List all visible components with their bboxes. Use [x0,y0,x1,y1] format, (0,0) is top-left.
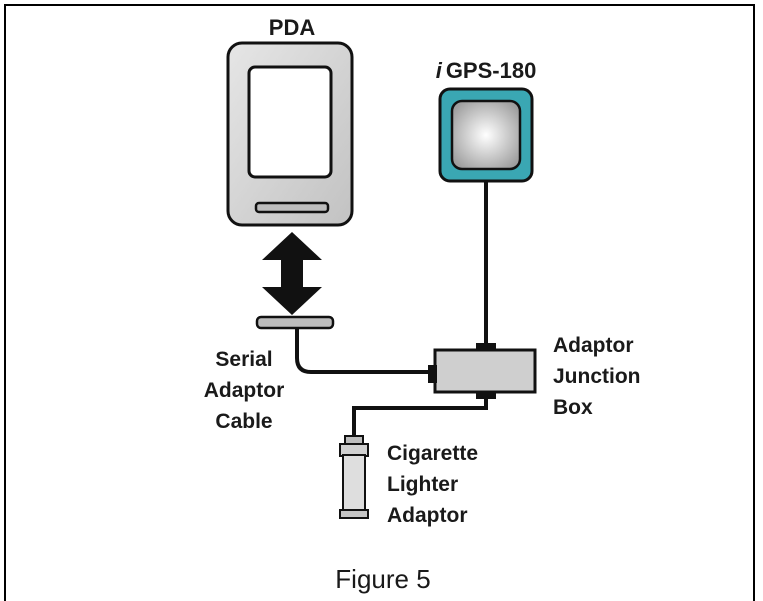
svg-text:Adaptor: Adaptor [553,334,634,357]
junction-bottom-connector [476,391,496,399]
lighter-cable [352,398,488,436]
junction-top-connector [476,343,496,351]
svg-text:Box: Box [553,396,593,419]
svg-text:Adaptor: Adaptor [387,504,468,527]
svg-text:Adaptor: Adaptor [204,379,285,402]
junction-side-connector [428,365,437,383]
serial-plug [255,315,335,330]
serial-cable [295,328,434,374]
pda-button-bar [254,201,330,214]
svg-text:Junction: Junction [553,365,641,388]
junction-box [433,348,537,394]
junction-box-label: Adaptor Junction Box [553,334,641,419]
lighter-adaptor-label: Cigarette Lighter Adaptor [387,442,478,527]
svg-text:Cable: Cable [215,410,272,433]
pda-label: PDA [269,15,316,40]
connect-arrow [262,232,322,315]
diagram-frame [4,4,755,601]
svg-text:Lighter: Lighter [387,473,458,496]
serial-cable-label: Serial Adaptor Cable [204,348,285,433]
gps-device [438,87,534,183]
svg-text:Cigarette: Cigarette [387,442,478,465]
figure-caption: Figure 5 [335,564,430,594]
pda-screen [247,65,333,179]
svg-text:Serial: Serial [215,348,272,371]
pda-device [226,41,354,227]
lighter-adaptor [339,435,369,519]
